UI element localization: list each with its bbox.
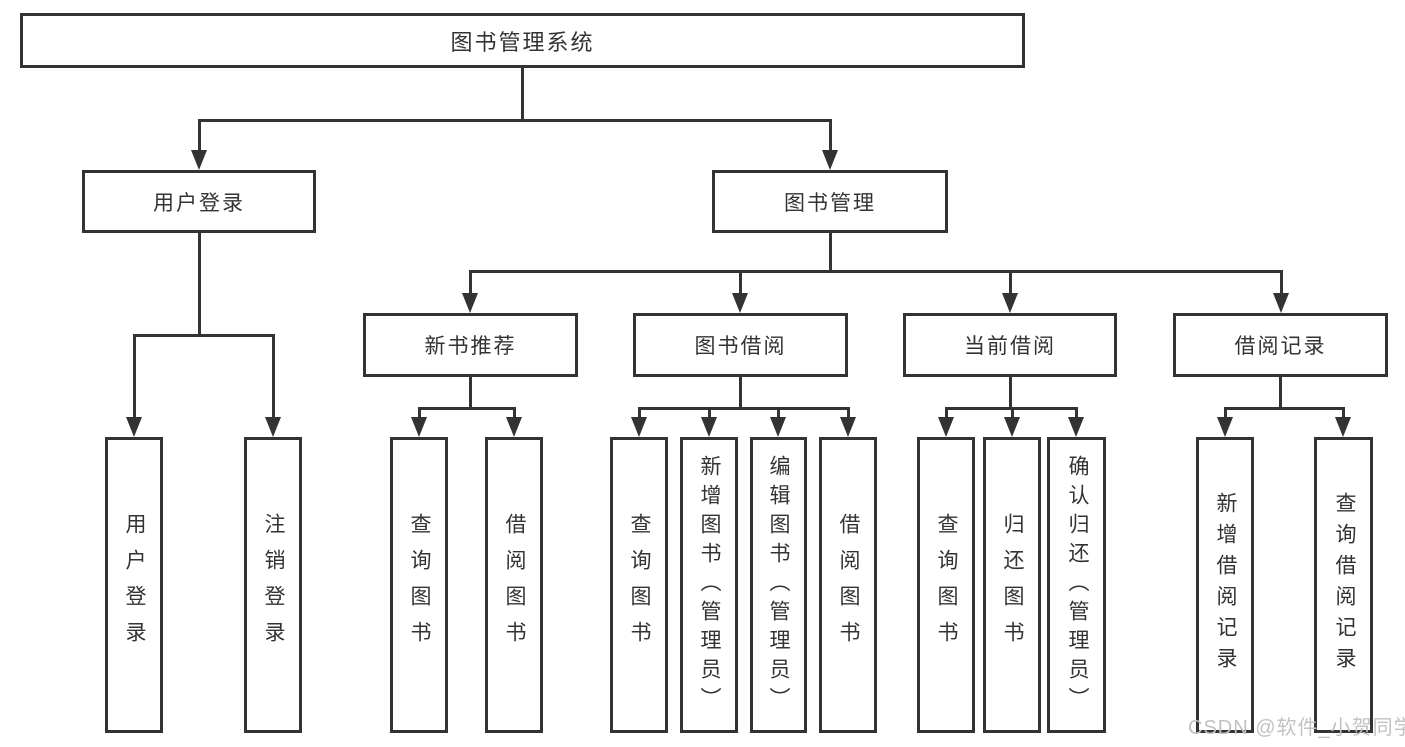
- connector-arrow-shaft: [512, 408, 516, 418]
- arrowhead-down-icon: [840, 417, 856, 437]
- node-new-book-recommend: 新书推荐: [363, 313, 578, 377]
- connector-arrow-shaft: [637, 408, 641, 418]
- arrowhead-down-icon: [411, 417, 427, 437]
- arrowhead-down-icon: [1273, 293, 1289, 313]
- node-book-borrowing: 图书借阅: [633, 313, 848, 377]
- connector-arrow-shaft: [417, 408, 421, 418]
- connector-arrow-shaft: [1341, 408, 1345, 418]
- connector-arrow-shaft: [1010, 408, 1014, 418]
- connector-arrow-shaft: [944, 408, 948, 418]
- connector-arrow-shaft: [271, 335, 275, 418]
- leaf-confirm-return-admin: 确认归还（管理员）: [1047, 437, 1106, 733]
- connector-horizontal-line: [637, 406, 850, 410]
- node-user-login: 用户登录: [82, 170, 316, 233]
- connector-vertical-line: [197, 233, 201, 337]
- arrowhead-down-icon: [1217, 417, 1233, 437]
- arrowhead-down-icon: [265, 417, 281, 437]
- node-book-management: 图书管理: [712, 170, 948, 233]
- arrowhead-down-icon: [1004, 417, 1020, 437]
- arrowhead-down-icon: [631, 417, 647, 437]
- arrowhead-down-icon: [506, 417, 522, 437]
- leaf-edit-books-admin: 编辑图书（管理员）: [750, 437, 807, 733]
- connector-arrow-shaft: [197, 120, 201, 151]
- leaf-query-borrow-record: 查询借阅记录: [1314, 437, 1373, 733]
- connector-vertical-line: [520, 68, 524, 122]
- connector-arrow-shaft: [846, 408, 850, 418]
- connector-horizontal-line: [1223, 406, 1345, 410]
- leaf-borrow-books-newbook: 借阅图书: [485, 437, 543, 733]
- connector-vertical-line: [468, 377, 472, 410]
- connector-vertical-line: [738, 377, 742, 410]
- arrowhead-down-icon: [701, 417, 717, 437]
- connector-arrow-shaft: [1008, 271, 1012, 294]
- connector-arrow-shaft: [1223, 408, 1227, 418]
- arrowhead-down-icon: [732, 293, 748, 313]
- leaf-query-books-borrowing: 查询图书: [610, 437, 668, 733]
- connector-arrow-shaft: [828, 120, 832, 151]
- connector-arrow-shaft: [1074, 408, 1078, 418]
- leaf-query-books-newbook: 查询图书: [390, 437, 448, 733]
- connector-arrow-shaft: [738, 271, 742, 294]
- node-library-management-system: 图书管理系统: [20, 13, 1025, 68]
- arrowhead-down-icon: [770, 417, 786, 437]
- arrowhead-down-icon: [1002, 293, 1018, 313]
- node-borrowing-records: 借阅记录: [1173, 313, 1388, 377]
- connector-vertical-line: [828, 233, 832, 273]
- arrowhead-down-icon: [938, 417, 954, 437]
- connector-horizontal-line: [468, 269, 1283, 273]
- connector-arrow-shaft: [132, 335, 136, 418]
- connector-horizontal-line: [417, 406, 516, 410]
- arrowhead-down-icon: [1335, 417, 1351, 437]
- leaf-add-borrow-record: 新增借阅记录: [1196, 437, 1254, 733]
- connector-arrow-shaft: [468, 271, 472, 294]
- connector-arrow-shaft: [707, 408, 711, 418]
- leaf-user-login: 用户登录: [105, 437, 163, 733]
- connector-arrow-shaft: [776, 408, 780, 418]
- connector-horizontal-line: [132, 333, 275, 337]
- leaf-add-books-admin: 新增图书（管理员）: [680, 437, 738, 733]
- leaf-query-books-current: 查询图书: [917, 437, 975, 733]
- arrowhead-down-icon: [462, 293, 478, 313]
- connector-vertical-line: [1278, 377, 1282, 410]
- arrowhead-down-icon: [822, 150, 838, 170]
- leaf-borrow-books-borrowing: 借阅图书: [819, 437, 877, 733]
- arrowhead-down-icon: [1068, 417, 1084, 437]
- leaf-return-books: 归还图书: [983, 437, 1041, 733]
- connector-vertical-line: [1008, 377, 1012, 410]
- watermark: CSDN @软件_小贺同学: [1188, 717, 1405, 739]
- connector-arrow-shaft: [1279, 271, 1283, 294]
- arrowhead-down-icon: [191, 150, 207, 170]
- arrowhead-down-icon: [126, 417, 142, 437]
- node-current-borrowing: 当前借阅: [903, 313, 1117, 377]
- connector-horizontal-line: [197, 118, 832, 122]
- leaf-logout: 注销登录: [244, 437, 302, 733]
